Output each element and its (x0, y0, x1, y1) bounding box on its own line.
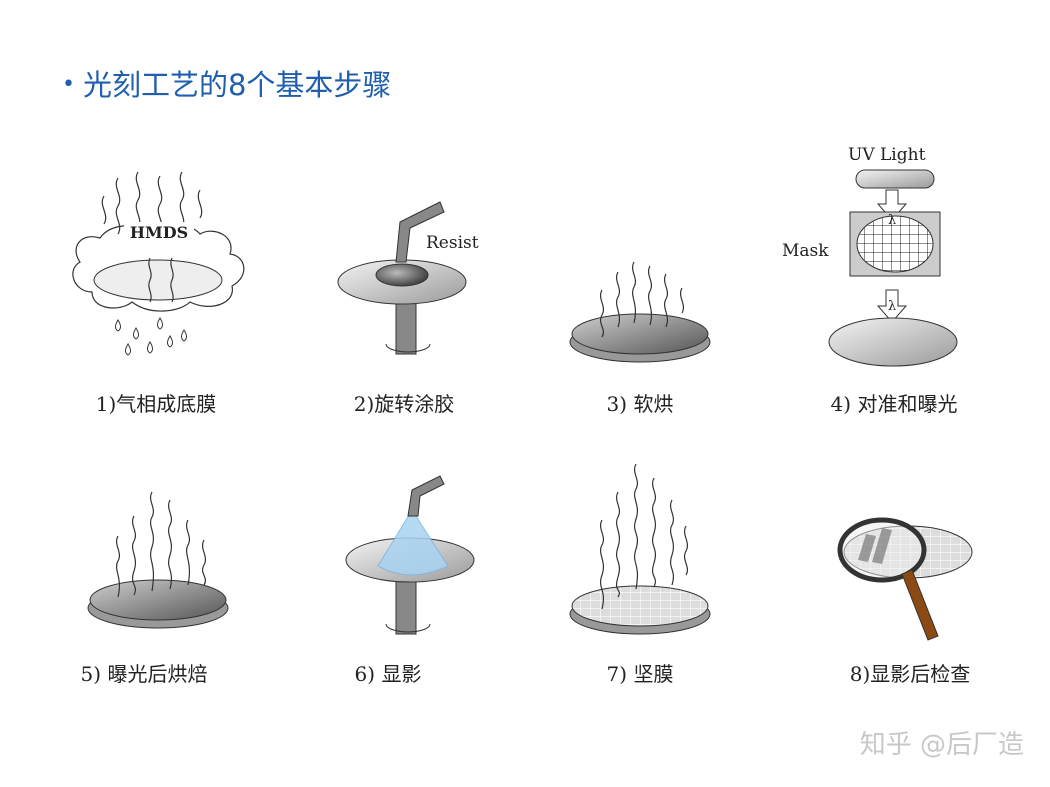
nozzle-shape (395, 201, 445, 263)
mask-pattern-shape (856, 215, 934, 273)
lens-reflection-shape (858, 528, 892, 564)
heat-lines (115, 491, 207, 598)
step1-hmds-figure: HMDS (72, 171, 245, 356)
developer-spray-shape (377, 509, 449, 576)
step3-caption: 3) 软烘 (606, 392, 674, 416)
resist-puddle-shape (375, 263, 429, 287)
uv-lamp-shape (855, 169, 935, 189)
hmds-label: HMDS (130, 223, 188, 242)
bullet-icon: • (62, 72, 75, 97)
wafer-shape (89, 579, 227, 621)
step3-soft-bake-figure (569, 261, 711, 363)
mask-label: Mask (782, 241, 829, 261)
wafer-shape (571, 313, 709, 355)
step5-caption: 5) 曝光后烘焙 (80, 662, 208, 686)
rotation-arrow-icon (385, 623, 431, 633)
page-title: • 光刻工艺的8个基本步骤 (62, 62, 391, 104)
heat-lines (599, 261, 685, 338)
patterned-wafer-shape (571, 585, 709, 627)
title-text: 光刻工艺的8个基本步骤 (82, 68, 392, 102)
step8-caption: 8)显影后检查 (849, 662, 971, 686)
uv-light-label: UV Light (848, 145, 926, 165)
step6-develop-figure (345, 475, 475, 635)
step2-caption: 2)旋转涂胶 (353, 392, 455, 416)
rotation-arrow-icon (385, 343, 431, 353)
step2-spin-coat-figure: Resist (337, 201, 479, 355)
hmds-label-bg (124, 222, 194, 242)
step6-caption: 6) 显影 (354, 662, 422, 686)
lambda-symbol-bottom: λ (888, 299, 896, 314)
wafer-shape (828, 317, 958, 367)
step7-hard-bake-figure (569, 463, 711, 635)
watermark: 知乎 @后厂造 (859, 730, 1024, 760)
step8-inspection-figure (837, 517, 973, 641)
magnifier-handle-icon (901, 569, 939, 641)
step7-caption: 7) 坚膜 (606, 662, 674, 686)
step5-peb-figure (87, 491, 229, 629)
resist-label: Resist (426, 233, 479, 253)
step4-caption: 4) 对准和曝光 (830, 392, 958, 416)
step4-exposure-figure: UV Light λ Mask λ (782, 145, 958, 367)
wafer-shape (93, 259, 223, 301)
light-arrow-icon (876, 289, 908, 323)
nozzle-shape (407, 475, 445, 517)
heat-lines (599, 463, 689, 610)
droplets (115, 317, 187, 356)
lambda-symbol-top: λ (888, 213, 896, 228)
step1-caption: 1)气相成底膜 (95, 392, 217, 416)
